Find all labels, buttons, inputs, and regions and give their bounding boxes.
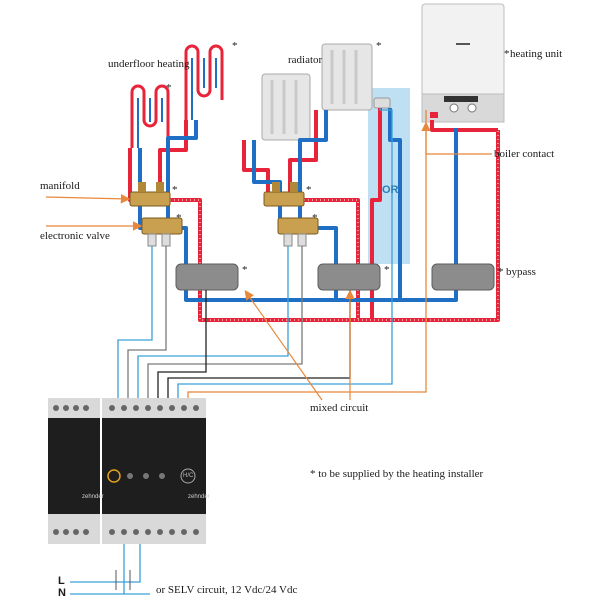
selv-label: or SELV circuit, 12 Vdc/24 Vdc xyxy=(156,584,298,596)
phase-label: L xyxy=(58,575,65,587)
manifold-right-asterisk: * xyxy=(306,184,312,196)
neutral-label: N xyxy=(58,587,66,599)
power-lines xyxy=(70,544,150,595)
zone-led-4 xyxy=(159,473,165,479)
electronic-valve-right xyxy=(277,217,319,247)
electronic-valve-label: electronic valve xyxy=(40,230,110,242)
underfloor-heating-loop-2 xyxy=(184,44,224,120)
boiler-contact-label: boiler contact xyxy=(494,148,555,160)
heating-unit xyxy=(421,3,505,123)
zone-led-2 xyxy=(127,473,133,479)
bypass-asterisk: * xyxy=(498,266,504,278)
valve-left-asterisk: * xyxy=(176,212,182,224)
radiator-asterisk: * xyxy=(376,40,382,52)
bypass-unit xyxy=(431,263,495,291)
bypass-label: bypass xyxy=(506,266,536,278)
boiler-contact-arrow xyxy=(421,121,492,155)
radiator-left xyxy=(261,73,311,141)
heating-unit-label: heating unit xyxy=(510,48,563,60)
manifold-left xyxy=(129,182,171,207)
zone-led-3 xyxy=(143,473,149,479)
or-label: OR xyxy=(382,184,399,196)
annotation-arrows xyxy=(45,121,492,401)
manifold-right xyxy=(263,182,305,207)
underfloor-asterisk-1: * xyxy=(232,40,238,52)
pump-middle-asterisk: * xyxy=(384,264,390,276)
controller-left xyxy=(48,398,100,544)
controller-main-brand: zehnder xyxy=(188,494,210,500)
controller-left-brand: zehnder xyxy=(82,494,104,500)
pump-left-asterisk: * xyxy=(242,264,248,276)
hc-button-label: H/C xyxy=(183,473,194,479)
heating-unit-asterisk: * xyxy=(504,48,510,60)
control-wires xyxy=(117,108,427,402)
valve-right-asterisk: * xyxy=(312,212,318,224)
hot-pipes-dots xyxy=(150,130,499,321)
hc-button[interactable] xyxy=(180,468,196,484)
pump-left xyxy=(175,263,239,291)
manifold-left-asterisk: * xyxy=(172,184,178,196)
underfloor-heating-label: underfloor heating xyxy=(108,58,190,70)
manifold-arrow xyxy=(45,194,131,204)
radiator-right xyxy=(321,43,391,111)
underfloor-heating-loop-1 xyxy=(130,84,170,148)
pump-middle xyxy=(317,263,381,291)
manifold-label: manifold xyxy=(40,180,80,192)
underfloor-asterisk-2: * xyxy=(166,82,172,94)
radiator-label: radiator xyxy=(288,54,323,66)
mixed-circuit-arrow-left xyxy=(244,290,323,401)
zone-button-1[interactable] xyxy=(107,469,121,483)
controller-main xyxy=(102,398,206,544)
mixed-circuit-label: mixed circuit xyxy=(310,402,369,414)
footnote-label: * to be supplied by the heating installe… xyxy=(310,468,484,480)
